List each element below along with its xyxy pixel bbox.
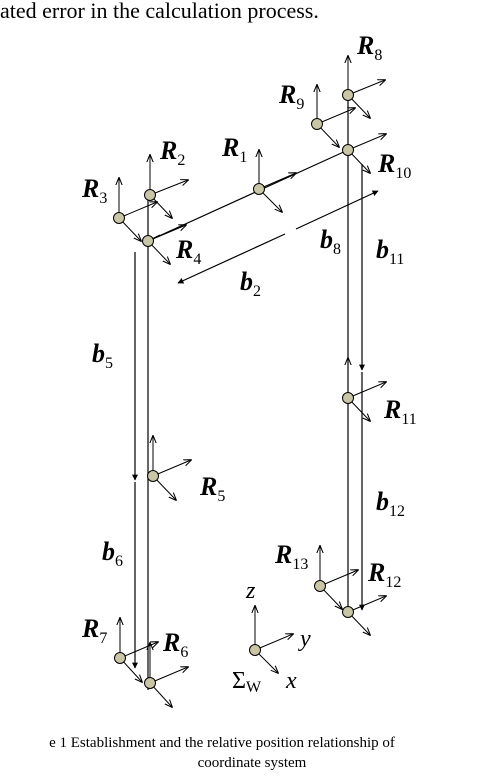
node-R6	[144, 677, 156, 689]
frame-R11	[342, 358, 387, 421]
caption-line-2: coordinate system	[197, 755, 307, 771]
header-text: ated error in the calculation process.	[0, 0, 319, 23]
node-R12	[342, 606, 354, 618]
node-R7	[114, 652, 126, 664]
label-b6: b6	[102, 537, 123, 570]
node-R3	[113, 212, 125, 224]
label-R5: R5	[199, 472, 225, 505]
axis-x-label: x	[285, 668, 297, 694]
label-b11: b11	[376, 235, 404, 268]
node-R4	[142, 235, 154, 247]
node-R1	[253, 183, 265, 195]
node-R8	[342, 89, 354, 101]
world-frame-symbol: ΣW	[232, 668, 262, 696]
label-R3: R3	[81, 174, 107, 207]
label-R10: R10	[377, 149, 411, 182]
figure-caption: e 1 Establishment and the relative posit…	[0, 733, 504, 773]
frame-R12	[342, 596, 387, 635]
axis-y-label: y	[298, 626, 311, 652]
label-R2: R2	[159, 136, 185, 169]
frame-R5	[147, 436, 192, 500]
world-frame-labels: z y x ΣW	[232, 578, 311, 696]
label-R6: R6	[162, 628, 188, 661]
label-R11: R11	[383, 395, 417, 428]
frame-R4	[142, 225, 187, 264]
node-R2	[144, 189, 156, 201]
frame-R13	[314, 546, 359, 609]
frame-R10	[342, 134, 387, 173]
label-b8: b8	[320, 225, 341, 258]
label-b2: b2	[240, 267, 261, 300]
frame-labels: R1 R2 R3 R4 R5 R6 R7 R8 R9 R10 R11 R12 R…	[81, 31, 417, 661]
b2-vector-right	[295, 190, 379, 230]
b2-vector-left	[177, 233, 286, 284]
caption-line-1: e 1 Establishment and the relative posit…	[49, 735, 395, 751]
label-R13: R13	[274, 540, 308, 573]
node-R9	[311, 118, 323, 130]
label-R12: R12	[367, 558, 401, 591]
frame-R7	[114, 618, 159, 682]
node-R10	[342, 144, 354, 156]
label-R7: R7	[81, 614, 107, 647]
frame-R6	[144, 643, 189, 707]
label-R1: R1	[221, 133, 247, 166]
label-b12: b12	[376, 487, 405, 520]
label-R4: R4	[175, 235, 201, 268]
dimension-vectors	[132, 164, 379, 669]
frame-R2	[144, 155, 189, 218]
frame-R8	[342, 56, 386, 118]
node-R13	[314, 580, 326, 592]
node-R5	[147, 470, 159, 482]
frame-R1	[253, 150, 297, 212]
node-world	[249, 644, 261, 656]
label-b5: b5	[92, 339, 113, 372]
vector-labels: b2 b5 b6 b8 b11 b12	[92, 225, 405, 570]
axis-z-label: z	[245, 578, 256, 604]
label-R8: R8	[356, 31, 382, 64]
frame-R9	[311, 85, 356, 147]
node-R11	[342, 392, 354, 404]
frame-R3	[113, 178, 158, 241]
frame-world	[249, 606, 294, 673]
label-R9: R9	[278, 80, 304, 113]
